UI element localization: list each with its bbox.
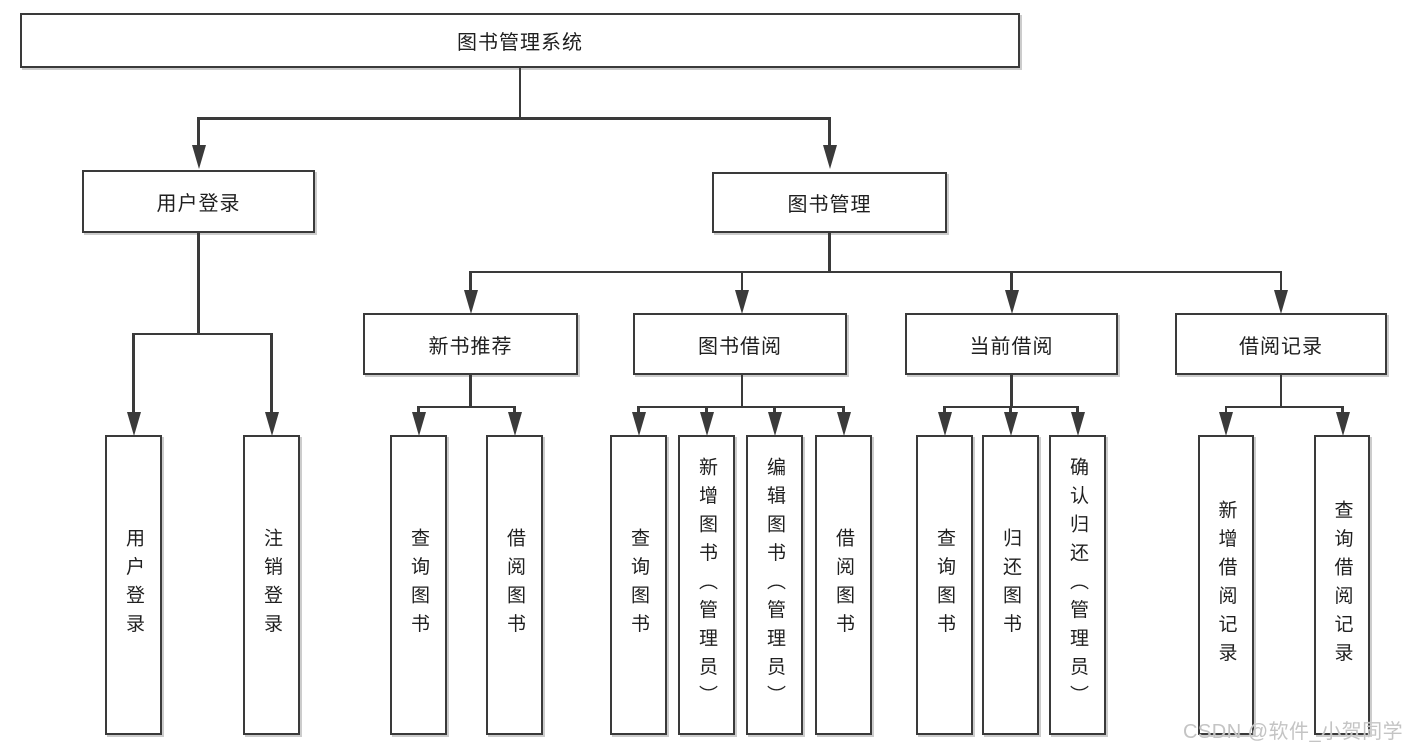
- connector-line: [828, 117, 831, 146]
- connector-line: [132, 333, 135, 413]
- connector-line: [270, 333, 273, 413]
- leaf-query-borrow-record: 查询借阅记录: [1314, 435, 1370, 735]
- node-label: 借阅记录: [1239, 335, 1323, 358]
- node-label: 图书管理系统: [457, 32, 583, 54]
- connector-line: [197, 117, 830, 120]
- node-borrowing-records: 借阅记录: [1175, 313, 1387, 375]
- leaf-query-books-recommend: 查询图书: [390, 435, 447, 735]
- connector-line: [828, 233, 831, 272]
- leaf-query-books-current: 查询图书: [916, 435, 973, 735]
- leaf-edit-books-admin: 编辑图书（管理员）: [746, 435, 803, 735]
- arrow-down-icon: [822, 145, 837, 169]
- arrow-down-icon: [264, 412, 279, 436]
- connector-line: [417, 406, 420, 413]
- node-label: 查询图书: [628, 528, 649, 642]
- connector-line: [1341, 406, 1344, 413]
- connector-line: [1279, 271, 1283, 292]
- arrow-down-icon: [735, 290, 749, 314]
- leaf-logout: 注销登录: [243, 435, 300, 735]
- arrow-down-icon: [463, 290, 478, 314]
- node-label: 查询图书: [408, 528, 429, 642]
- connector-line: [842, 406, 845, 413]
- arrow-down-icon: [631, 412, 646, 436]
- arrow-down-icon: [191, 145, 206, 169]
- node-label: 归还图书: [1000, 528, 1021, 642]
- node-label: 新书推荐: [428, 335, 513, 358]
- connector-line: [943, 406, 946, 413]
- connector-line: [513, 406, 516, 413]
- node-current-borrowing: 当前借阅: [905, 313, 1118, 375]
- arrow-down-icon: [767, 412, 782, 436]
- leaf-add-borrow-record: 新增借阅记录: [1198, 435, 1254, 735]
- connector-line: [637, 406, 640, 413]
- node-label: 查询图书: [934, 528, 955, 642]
- node-label: 新增借阅记录: [1215, 499, 1237, 671]
- leaf-user-login: 用户登录: [105, 435, 162, 735]
- leaf-query-books-borrowing: 查询图书: [610, 435, 667, 735]
- arrow-down-icon: [1004, 290, 1019, 314]
- csdn-watermark: CSDN @软件_小贺同学: [1183, 721, 1404, 743]
- arrow-down-icon: [1219, 412, 1233, 436]
- connector-line: [469, 271, 472, 292]
- connector-line: [417, 405, 516, 408]
- connector-line: [1076, 406, 1079, 413]
- connector-line: [518, 67, 522, 118]
- leaf-borrow-books: 借阅图书: [815, 435, 872, 735]
- connector-line: [1279, 374, 1283, 407]
- arrow-down-icon: [507, 412, 522, 436]
- connector-line: [1010, 374, 1013, 407]
- arrow-down-icon: [126, 412, 141, 436]
- arrow-down-icon: [1070, 412, 1085, 436]
- node-new-book-recommend: 新书推荐: [363, 313, 578, 375]
- leaf-borrow-books-recommend: 借阅图书: [486, 435, 543, 735]
- node-label: 借阅图书: [504, 528, 525, 642]
- leaf-return-books: 归还图书: [982, 435, 1039, 735]
- node-label: 编辑图书（管理员）: [764, 456, 785, 714]
- connector-line: [469, 270, 1283, 273]
- node-library-management-system: 图书管理系统: [20, 13, 1020, 68]
- connector-line: [705, 406, 708, 413]
- arrow-down-icon: [836, 412, 851, 436]
- connector-line: [1009, 406, 1012, 413]
- connector-line: [740, 374, 744, 407]
- leaf-confirm-return-admin: 确认归还（管理员）: [1049, 435, 1106, 735]
- connector-line: [1010, 271, 1013, 292]
- node-user-login: 用户登录: [82, 170, 315, 233]
- arrow-down-icon: [411, 412, 426, 436]
- connector-line: [197, 233, 200, 333]
- node-book-borrowing: 图书借阅: [633, 313, 847, 375]
- connector-line: [469, 374, 472, 407]
- arrow-down-icon: [1274, 290, 1288, 314]
- arrow-down-icon: [1003, 412, 1018, 436]
- connector-line: [637, 405, 844, 408]
- node-label: 借阅图书: [833, 528, 854, 642]
- arrow-down-icon: [699, 412, 714, 436]
- node-label: 查询借阅记录: [1331, 499, 1353, 671]
- connector-line: [773, 406, 776, 413]
- connector-line: [1224, 405, 1343, 408]
- arrow-down-icon: [937, 412, 952, 436]
- node-label: 图书借阅: [698, 335, 782, 358]
- node-label: 确认归还（管理员）: [1067, 456, 1088, 714]
- arrow-down-icon: [1335, 412, 1350, 436]
- leaf-add-books-admin: 新增图书（管理员）: [678, 435, 735, 735]
- node-label: 注销登录: [261, 528, 282, 642]
- node-label: 用户登录: [123, 528, 144, 642]
- node-label: 新增图书（管理员）: [696, 456, 717, 714]
- node-book-management: 图书管理: [712, 172, 947, 233]
- node-label: 图书管理: [787, 194, 872, 216]
- connector-line: [740, 271, 744, 292]
- node-label: 用户登录: [156, 193, 241, 215]
- connector-line: [1224, 406, 1228, 413]
- connector-line: [197, 117, 200, 146]
- connector-line: [132, 332, 273, 335]
- node-label: 当前借阅: [969, 335, 1054, 358]
